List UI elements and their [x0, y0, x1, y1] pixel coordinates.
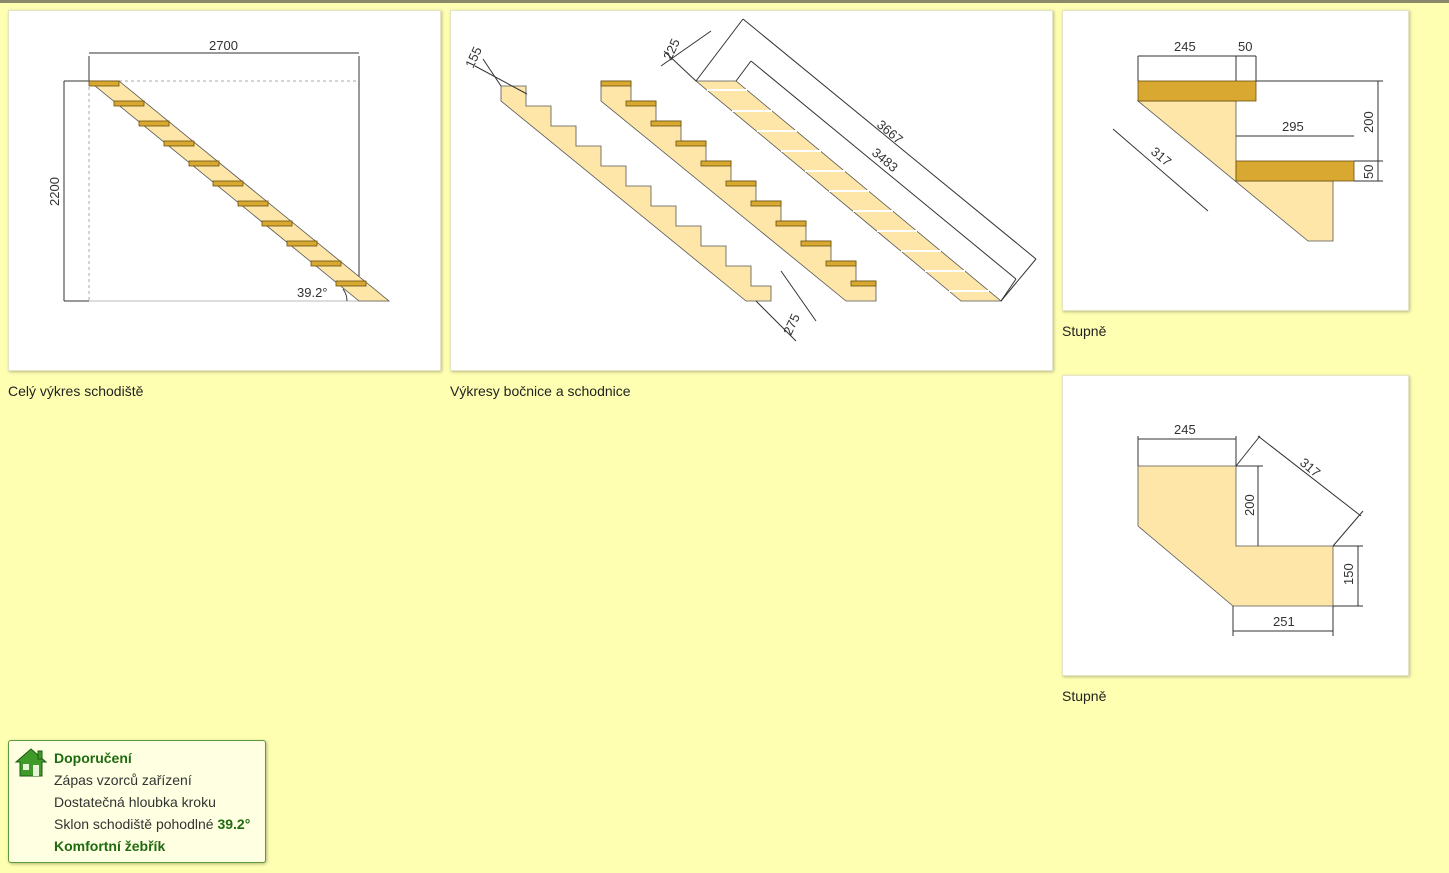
dim-50-top: 50: [1238, 39, 1252, 54]
steps-svg-1: 245 50 200 50 295 317: [1112, 39, 1383, 242]
tread: [286, 240, 318, 247]
tread: [650, 120, 682, 127]
tread: [800, 240, 832, 247]
tread: [675, 140, 707, 147]
dim-245: 245: [1174, 39, 1196, 54]
dim-295: 295: [1282, 119, 1304, 134]
tread: [335, 280, 367, 287]
tread: [237, 200, 269, 207]
steps-caption-2: Stupně: [1062, 688, 1107, 704]
tread: [138, 120, 170, 127]
dim-245-b: 245: [1174, 422, 1196, 437]
dim-50-right: 50: [1361, 165, 1376, 179]
tread: [113, 100, 145, 107]
dim-317: 317: [1148, 144, 1174, 169]
step-l-shape: [1137, 465, 1334, 607]
tread: [725, 180, 757, 187]
stringer-svg: 155 275 225 3667: [462, 18, 1037, 342]
dim-275: 275: [780, 311, 803, 337]
recommendation-item-slope: Sklon schodiště pohodlné 39.2°: [54, 816, 250, 832]
dim-200: 200: [1361, 111, 1376, 133]
tread: [261, 220, 293, 227]
tread: [310, 260, 342, 267]
tread: [212, 180, 244, 187]
step-tread-bottom: [1235, 160, 1355, 182]
dim-155: 155: [462, 44, 485, 70]
slope-value: 39.2°: [217, 816, 251, 832]
house-icon: [14, 747, 48, 784]
dim-317-b: 317: [1297, 455, 1323, 480]
tread: [700, 160, 732, 167]
tread: [163, 140, 195, 147]
steps-svg-2: 245 317 200 150 251: [1137, 422, 1364, 636]
tread: [850, 280, 877, 287]
tread: [825, 260, 857, 267]
recommendation-item-comfort: Komfortní žebřík: [54, 838, 166, 854]
tread: [775, 220, 807, 227]
stringer-drawing[interactable]: 155 275 225 3667: [450, 10, 1053, 371]
recommendations-title: Doporučení: [54, 750, 132, 766]
stringer-1: [500, 85, 772, 302]
stringer-caption: Výkresy bočnice a schodnice: [450, 383, 631, 399]
slope-text: Sklon schodiště pohodlné: [54, 816, 214, 832]
recommendation-item: Dostatečná hloubka kroku: [54, 794, 216, 810]
tread: [188, 160, 220, 167]
tread: [600, 80, 632, 87]
step-tread-top: [1137, 80, 1257, 102]
stringer-shape: [87, 80, 391, 302]
steps-drawing-1[interactable]: 245 50 200 50 295 317: [1062, 10, 1409, 311]
dim-251: 251: [1273, 614, 1295, 629]
dim-200-b: 200: [1242, 494, 1257, 516]
recommendations-box: Doporučení Zápas vzorců zařízení Dostate…: [8, 740, 266, 863]
full-height-dim: 2200: [47, 177, 62, 206]
full-angle-label: 39.2°: [297, 285, 328, 300]
dim-3667: 3667: [874, 117, 906, 147]
full-width-dim: 2700: [209, 38, 238, 53]
tread: [750, 200, 782, 207]
dim-3483: 3483: [869, 145, 901, 175]
steps-caption-1: Stupně: [1062, 323, 1107, 339]
top-border: [0, 0, 1449, 3]
dim-150: 150: [1341, 563, 1356, 585]
steps-drawing-2[interactable]: 245 317 200 150 251: [1062, 375, 1409, 676]
full-stair-drawing[interactable]: 2700 2200 39.2°: [8, 10, 441, 371]
tread: [88, 80, 120, 87]
full-caption: Celý výkres schodiště: [8, 383, 144, 399]
recommendation-item: Zápas vzorců zařízení: [54, 772, 192, 788]
full-stair-svg: 2700 2200 39.2°: [47, 38, 391, 302]
dim-225: 225: [660, 36, 683, 62]
tread: [625, 100, 657, 107]
